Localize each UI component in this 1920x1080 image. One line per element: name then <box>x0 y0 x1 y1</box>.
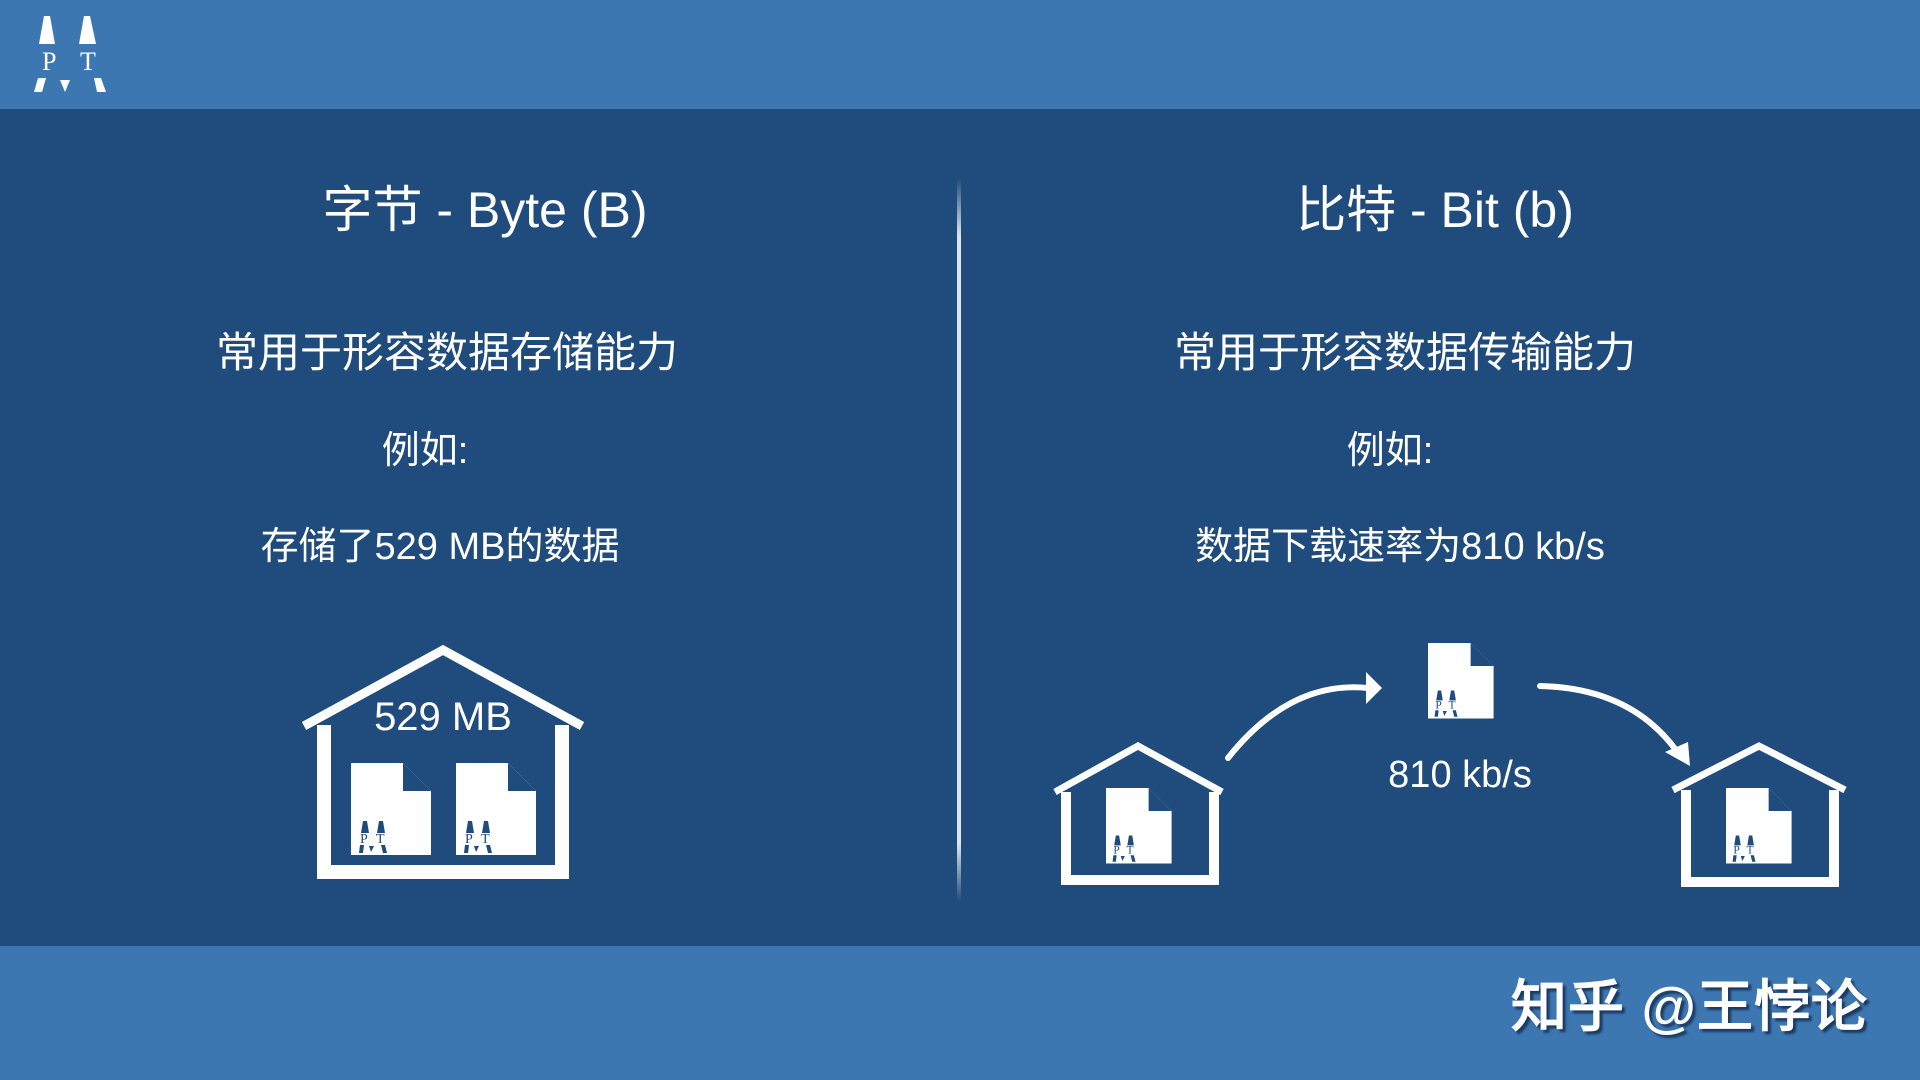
footer-bar <box>0 946 1920 1080</box>
byte-example-label: 例如: <box>381 430 469 472</box>
bit-title: 比特 - Bit (b) <box>1296 182 1574 238</box>
watermark: 知乎 @王悖论 <box>1510 975 1868 1038</box>
column-divider <box>957 178 961 902</box>
byte-example-text: 存储了529 MB的数据 <box>260 526 620 568</box>
bit-description: 常用于形容数据传输能力 <box>1173 329 1636 376</box>
byte-title: 字节 - Byte (B) <box>322 182 648 238</box>
pt-logo-icon: P T <box>34 16 106 92</box>
header-bar: P T <box>0 0 1920 109</box>
bit-example-text: 数据下载速率为810 kb/s <box>1195 526 1605 568</box>
bit-example-label: 例如: <box>1346 430 1434 472</box>
svg-text:T: T <box>80 47 96 76</box>
byte-description: 常用于形容数据存储能力 <box>215 329 678 376</box>
svg-text:P: P <box>42 47 56 76</box>
